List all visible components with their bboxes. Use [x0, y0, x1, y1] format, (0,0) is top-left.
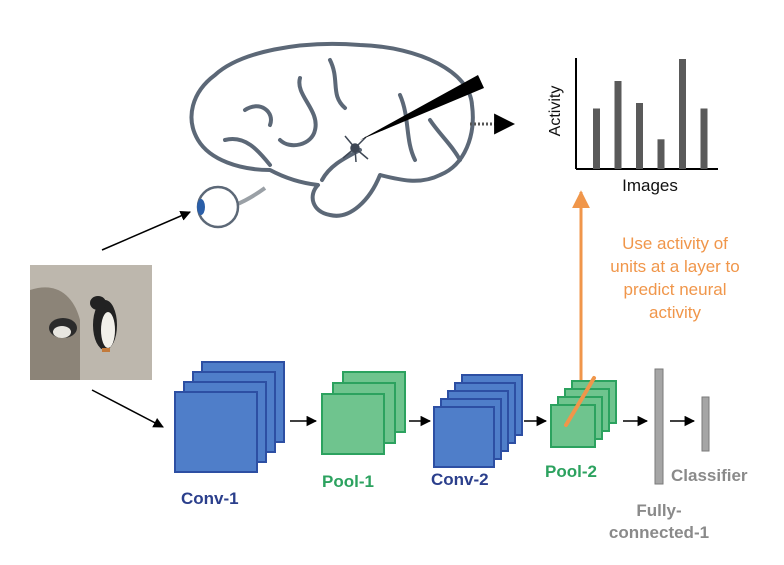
label-fc1: Fully-connected-1	[608, 501, 710, 542]
chart-ylabel: Activity	[547, 85, 564, 137]
chart-bar-1	[593, 108, 600, 169]
label-classifier: Classifier	[671, 466, 748, 485]
label-conv2: Conv-2	[431, 470, 489, 489]
chart-bar-6	[700, 108, 708, 169]
label-pool1: Pool-1	[322, 472, 374, 491]
chart-xlabel: Images	[622, 176, 678, 195]
penguin-photo	[30, 265, 152, 380]
neuron-icon	[342, 135, 369, 163]
pool2-block	[550, 380, 617, 448]
eye-icon	[196, 185, 240, 229]
classifier-block	[701, 396, 710, 452]
optic-nerve	[234, 186, 267, 207]
fc1-block	[654, 368, 664, 485]
chart-bar-2	[614, 81, 622, 169]
conv1-block	[174, 361, 285, 473]
chart-bar-3	[636, 103, 643, 169]
photo-to-network-arrow	[91, 389, 164, 428]
conv2-block	[433, 374, 523, 468]
pool2-highlight	[564, 376, 596, 427]
label-pool2: Pool-2	[545, 462, 597, 481]
pool1-block	[321, 371, 406, 455]
electrode-icon	[360, 75, 484, 140]
label-conv1: Conv-1	[181, 489, 239, 508]
brain-icon	[189, 41, 475, 218]
photo-to-eye-arrow	[101, 210, 191, 251]
chart-bar-4	[657, 139, 665, 169]
activity-chart	[575, 58, 718, 170]
chart-bar-5	[679, 59, 686, 169]
